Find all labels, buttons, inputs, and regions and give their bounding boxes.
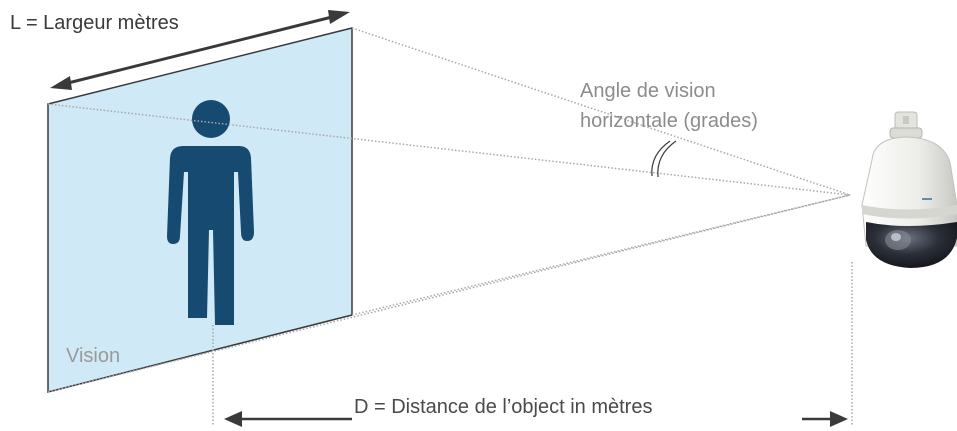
- distance-arrow: [224, 411, 848, 427]
- view-angle-arc: [651, 140, 677, 178]
- width-label: L = Largeur mètres: [10, 12, 179, 34]
- view-angle-label: Angle de vision horizontale (grades): [580, 76, 758, 136]
- vision-label: Vision: [66, 345, 121, 367]
- distance-guides: [212, 262, 853, 425]
- ptz-dome-camera-icon: [861, 111, 957, 268]
- sight-lines: [47, 27, 851, 393]
- person-silhouette-icon: [167, 100, 254, 325]
- view-angle-label-line2: horizontale (grades): [580, 110, 758, 132]
- width-arrow: [50, 10, 350, 90]
- view-angle-label-line1: Angle de vision: [580, 80, 716, 102]
- distance-label: D = Distance de l’object in mètres: [354, 396, 653, 418]
